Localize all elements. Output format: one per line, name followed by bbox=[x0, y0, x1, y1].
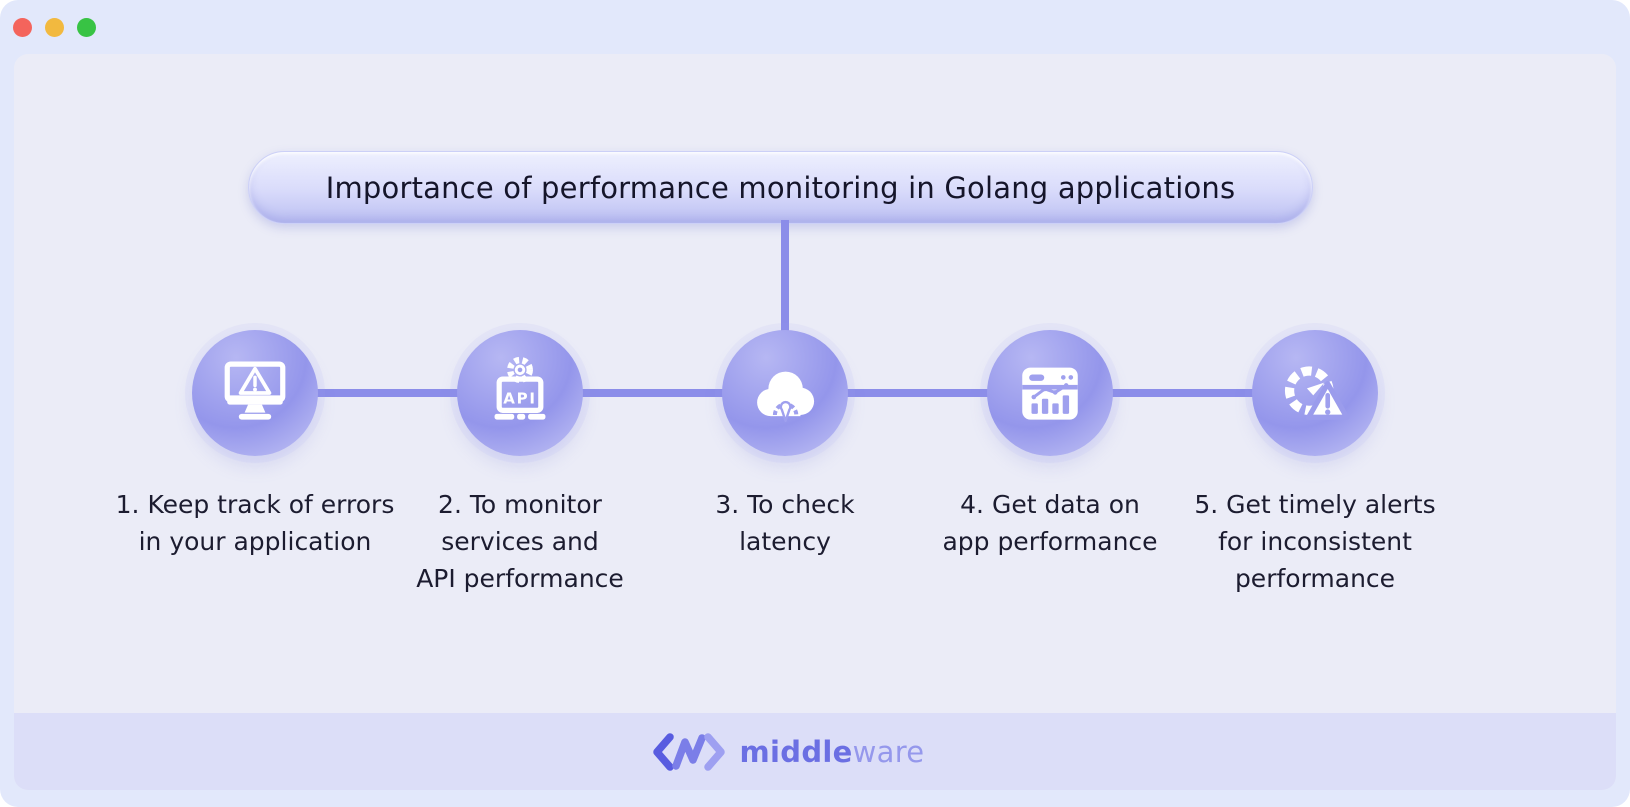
step-node-5 bbox=[1252, 330, 1378, 456]
step-node-4 bbox=[987, 330, 1113, 456]
api-icon-text: API bbox=[503, 389, 536, 407]
cloud-latency-icon bbox=[757, 371, 815, 423]
step-label-4: 4. Get data on app performance bbox=[942, 490, 1158, 556]
middleware-logo-icon bbox=[652, 732, 725, 771]
close-button[interactable] bbox=[13, 18, 32, 37]
step-label-1: 1. Keep track of errors in your applicat… bbox=[115, 490, 395, 556]
footer-bar: middleware bbox=[14, 713, 1616, 790]
monitor-error-icon bbox=[224, 361, 286, 420]
app-analytics-icon bbox=[1022, 367, 1078, 420]
api-performance-icon: API bbox=[494, 356, 546, 420]
step-label-5: 5. Get timely alerts for inconsistent pe… bbox=[1194, 490, 1436, 593]
title-banner: Importance of performance monitoring in … bbox=[248, 151, 1313, 224]
maximize-button[interactable] bbox=[77, 18, 96, 37]
window-controls bbox=[13, 18, 96, 37]
step-label-3: 3. To check latency bbox=[715, 490, 855, 556]
minimize-button[interactable] bbox=[45, 18, 64, 37]
step-node-3 bbox=[722, 330, 848, 456]
diagram-canvas: Importance of performance monitoring in … bbox=[14, 54, 1616, 790]
step-node-1 bbox=[192, 330, 318, 456]
step-label-2: 2. To monitor services and API performan… bbox=[416, 490, 624, 593]
brand-name-bold: middle bbox=[739, 734, 853, 769]
brand-name: middleware bbox=[740, 735, 925, 769]
gauge-alert-icon bbox=[1284, 366, 1350, 420]
middleware-brand: middleware bbox=[650, 730, 925, 774]
step-node-2: API bbox=[457, 330, 583, 456]
page-title: Importance of performance monitoring in … bbox=[325, 170, 1236, 205]
brand-name-light: ware bbox=[852, 734, 925, 769]
vertical-connector-line bbox=[781, 220, 789, 336]
